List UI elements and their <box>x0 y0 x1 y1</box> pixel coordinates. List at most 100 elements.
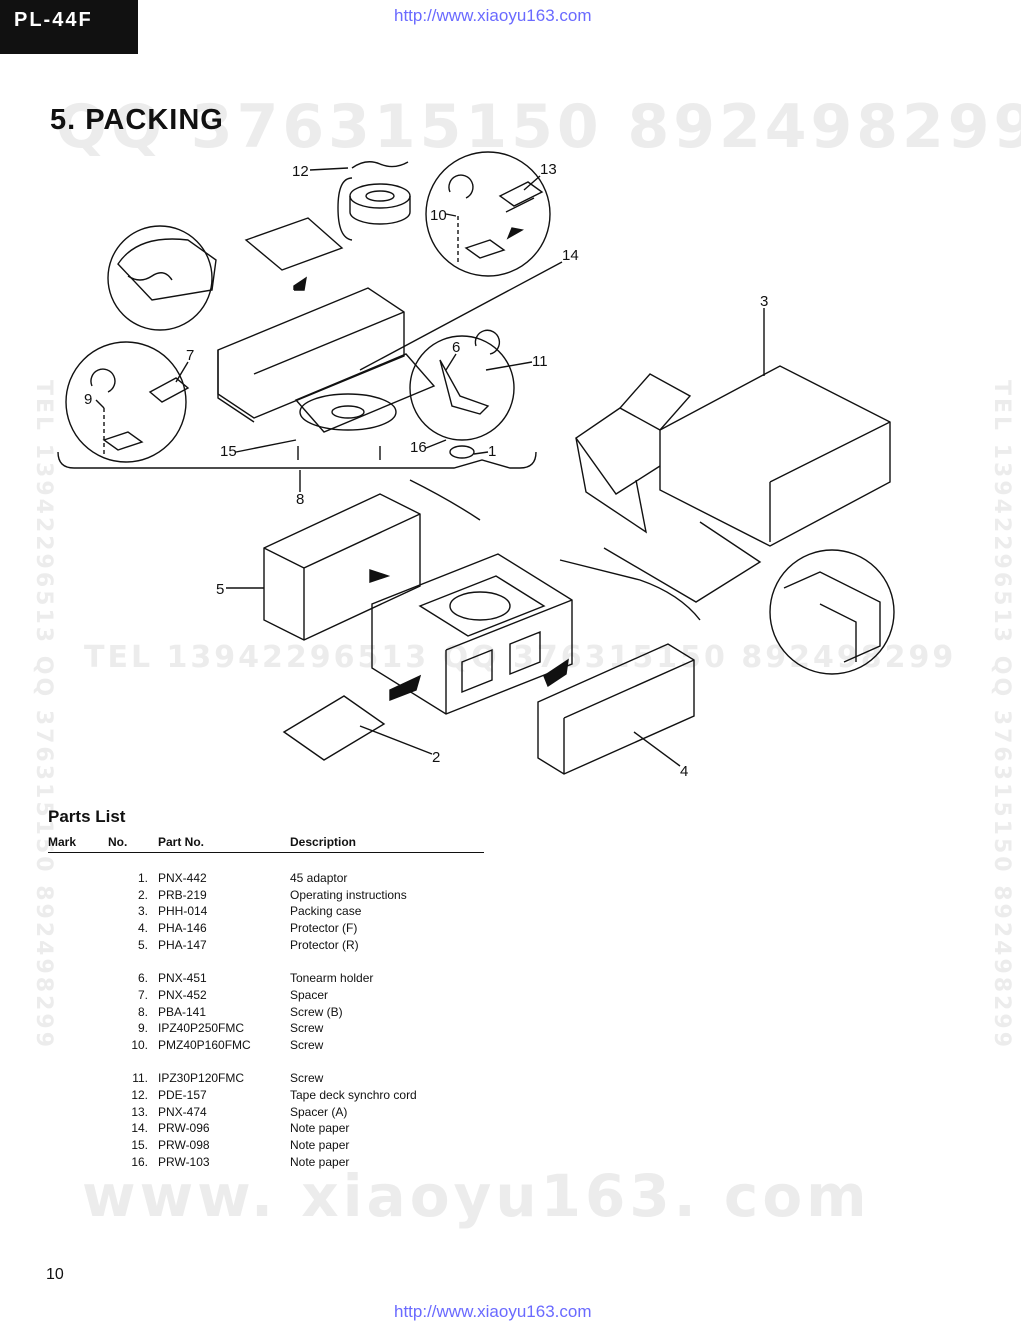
cell-no: 4. <box>137 921 148 936</box>
cell-description: Note paper <box>290 1138 350 1153</box>
table-row: 15. PRW-098 Note paper <box>48 1137 484 1154</box>
cell-description: Note paper <box>290 1121 350 1136</box>
cell-part-no: PRW-098 <box>158 1138 210 1153</box>
cell-no: 15. <box>131 1138 148 1153</box>
wrapped-turntable <box>217 287 405 419</box>
cell-part-no: PNX-451 <box>158 971 207 986</box>
cell-description: Screw <box>290 1021 324 1036</box>
source-url-top[interactable]: http://www.xiaoyu163.com <box>394 6 592 25</box>
cell-mark <box>48 936 108 953</box>
cell-part-no: PRW-103 <box>158 1154 210 1169</box>
cell-no: 7. <box>137 987 148 1002</box>
cell-mark <box>48 1137 108 1154</box>
detail-circle-case-corner <box>769 549 895 675</box>
cell-part-no: IPZ30P120FMC <box>158 1071 245 1086</box>
cell-mark <box>48 903 108 920</box>
cell-part-no: PBA-141 <box>158 1004 207 1019</box>
callout-10: 10 <box>430 207 447 224</box>
callout-16: 16 <box>410 439 427 456</box>
callout-11: 11 <box>532 353 548 370</box>
callout-8: 8 <box>296 491 304 508</box>
cell-no: 10. <box>131 1037 148 1052</box>
platter-illustration <box>349 183 411 209</box>
table-row: 7. PNX-452 Spacer <box>48 987 484 1004</box>
table-row: 14. PRW-096 Note paper <box>48 1120 484 1137</box>
detail-circle-cord <box>107 225 213 331</box>
cell-part-no: PRW-096 <box>158 1121 210 1136</box>
parts-list-header-row: Mark No. Part No. Description <box>48 834 484 853</box>
section-title: 5. PACKING <box>50 104 224 136</box>
cell-part-no: PDE-157 <box>158 1087 207 1102</box>
packing-diagram: 12 13 10 14 3 7 6 11 9 15 16 1 8 5 2 4 <box>57 151 895 780</box>
cell-mark <box>48 1103 108 1120</box>
cell-mark <box>48 886 108 903</box>
cell-part-no: PHH-014 <box>158 904 208 919</box>
col-mark: Mark <box>48 834 108 853</box>
cell-part-no: PNX-452 <box>158 987 207 1002</box>
table-row: 9. IPZ40P250FMC Screw <box>48 1020 484 1037</box>
cell-no: 6. <box>137 971 148 986</box>
callout-13: 13 <box>540 161 557 178</box>
cell-mark <box>48 1003 108 1020</box>
cell-description: Spacer <box>290 987 329 1002</box>
cell-no: 5. <box>137 937 148 952</box>
callout-6: 6 <box>452 339 460 356</box>
parts-list-table: Mark No. Part No. Description 1. PNX-442 4… <box>48 834 484 1170</box>
page-number: 10 <box>46 1266 64 1283</box>
detail-circle-spacer-left <box>65 341 187 463</box>
detail-circle-spacer <box>425 151 551 277</box>
cell-mark <box>48 987 108 1004</box>
callout-15: 15 <box>220 443 237 460</box>
cell-mark <box>48 1087 108 1104</box>
callout-4: 4 <box>680 763 688 780</box>
packing-case <box>659 365 891 547</box>
cell-description: Tonearm holder <box>290 971 374 986</box>
detail-circle-tonearm <box>409 335 515 441</box>
cell-no: 14. <box>131 1121 148 1136</box>
col-no: No. <box>108 834 148 853</box>
cell-description: Screw <box>290 1037 324 1052</box>
cell-no: 11. <box>132 1071 148 1086</box>
cell-mark <box>48 970 108 987</box>
cell-no: 12. <box>131 1087 148 1102</box>
cell-description: Packing case <box>290 904 362 919</box>
operating-instructions <box>282 695 386 761</box>
parts-list-title: Parts List <box>48 807 126 826</box>
cell-part-no: PMZ40P160FMC <box>158 1037 251 1052</box>
cell-no: 1. <box>137 871 148 886</box>
cell-description: Screw <box>290 1071 324 1086</box>
cell-no: 9. <box>137 1021 148 1036</box>
cell-part-no: PRB-219 <box>158 887 207 902</box>
cell-part-no: IPZ40P250FMC <box>158 1021 245 1036</box>
cell-description: Protector (F) <box>290 921 358 936</box>
cell-mark <box>48 920 108 937</box>
cell-no: 8. <box>137 1004 148 1019</box>
table-row: 3. PHH-014 Packing case <box>48 903 484 920</box>
table-spacer-row <box>48 953 484 970</box>
table-row: 1. PNX-442 45 adaptor <box>48 870 484 887</box>
cell-mark <box>48 870 108 887</box>
source-url-bottom[interactable]: http://www.xiaoyu163.com <box>394 1302 592 1321</box>
cell-mark <box>48 1153 108 1170</box>
cell-no: 3. <box>137 904 148 919</box>
cell-description: 45 adaptor <box>290 871 348 886</box>
table-row: 11. IPZ30P120FMC Screw <box>48 1070 484 1087</box>
cell-part-no: PNX-442 <box>158 871 207 886</box>
table-spacer-row <box>48 1053 484 1070</box>
col-description: Description <box>290 834 484 853</box>
wrapped-unit-center <box>371 553 573 715</box>
synchro-cord-illustration <box>351 161 409 169</box>
cell-description: Protector (R) <box>290 937 359 952</box>
note-paper-illustration <box>244 217 344 271</box>
callout-1: 1 <box>488 443 496 460</box>
table-row: 6. PNX-451 Tonearm holder <box>48 970 484 987</box>
table-row: 10. PMZ40P160FMC Screw <box>48 1037 484 1054</box>
cell-no: 16. <box>131 1154 148 1169</box>
cell-part-no: PNX-474 <box>158 1104 207 1119</box>
callout-12: 12 <box>292 163 309 180</box>
table-spacer-row <box>48 853 484 870</box>
